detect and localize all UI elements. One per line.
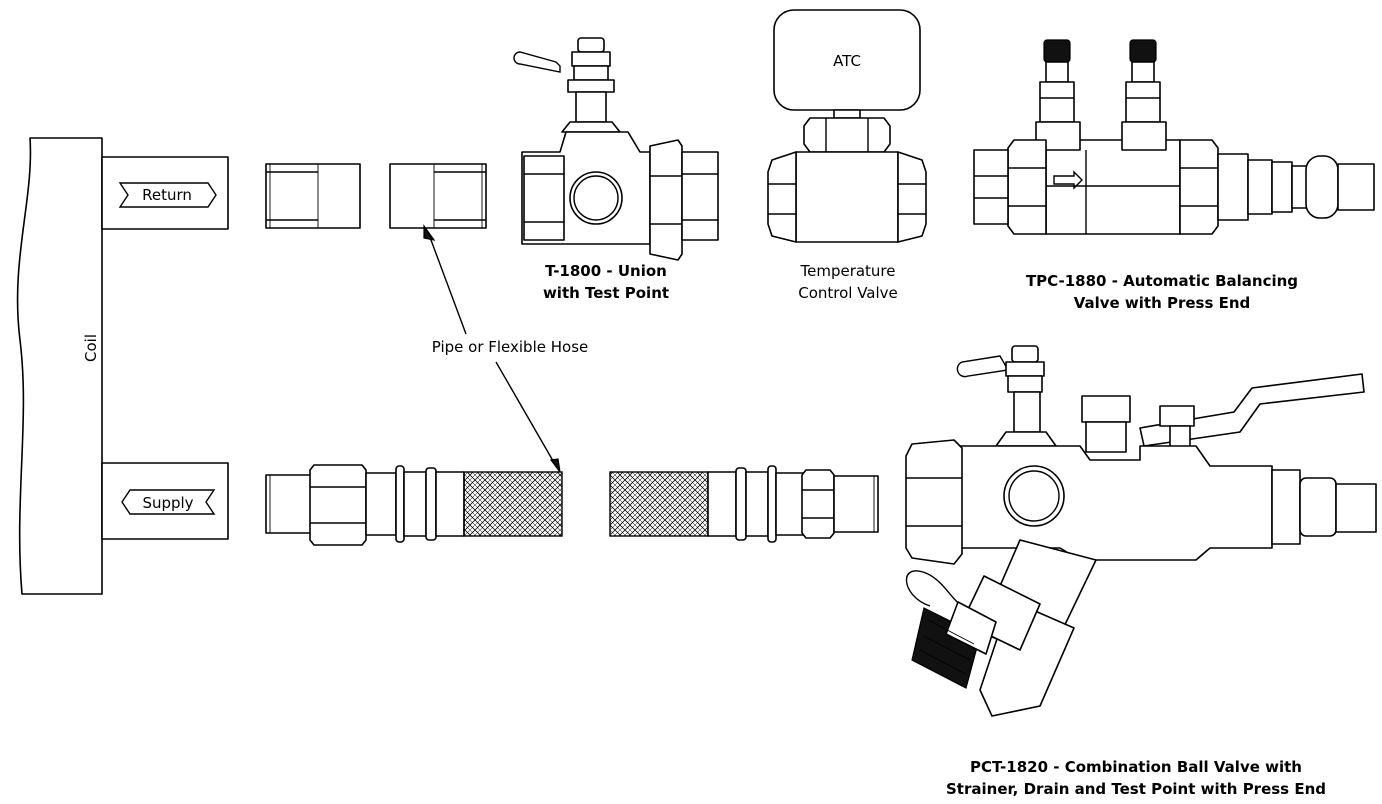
tpc1880-balancing-valve: TPC-1880 - Automatic Balancing Valve wit…: [973, 39, 1375, 312]
callout-label: Pipe or Flexible Hose: [432, 338, 589, 356]
t1800-caption-line2: with Test Point: [543, 284, 669, 302]
t1800-caption-line1: T-1800 - Union: [545, 262, 667, 280]
callout: Pipe or Flexible Hose: [423, 224, 589, 473]
pipe-nipple-right: [389, 163, 487, 229]
tpc1880-caption-line2: Valve with Press End: [1074, 294, 1251, 312]
tpc1880-caption-line1: TPC-1880 - Automatic Balancing: [1026, 272, 1298, 290]
supply-pipe: Supply: [101, 462, 229, 540]
flexible-hose-right: [609, 465, 879, 543]
atc-actuator-label: ATC: [833, 52, 861, 70]
pipe-nipple-left: [265, 163, 361, 229]
atc-control-valve: ATC Temperature Control Valve: [767, 9, 927, 302]
supply-label: Supply: [142, 494, 193, 512]
pct1820-caption-line2: Strainer, Drain and Test Point with Pres…: [946, 780, 1326, 798]
pct1820-combination-valve: PCT-1820 - Combination Ball Valve with S…: [905, 345, 1377, 798]
atc-caption-line1: Temperature: [799, 262, 895, 280]
return-label: Return: [142, 186, 192, 204]
return-pipe: Return: [101, 156, 229, 230]
flexible-hose-left: [265, 464, 563, 546]
t1800-union-valve: T-1800 - Union with Test Point: [513, 37, 719, 302]
atc-caption-line2: Control Valve: [798, 284, 898, 302]
coil: Coil: [16, 137, 103, 595]
coil-label: Coil: [82, 334, 100, 362]
pct1820-caption-line1: PCT-1820 - Combination Ball Valve with: [970, 758, 1302, 776]
